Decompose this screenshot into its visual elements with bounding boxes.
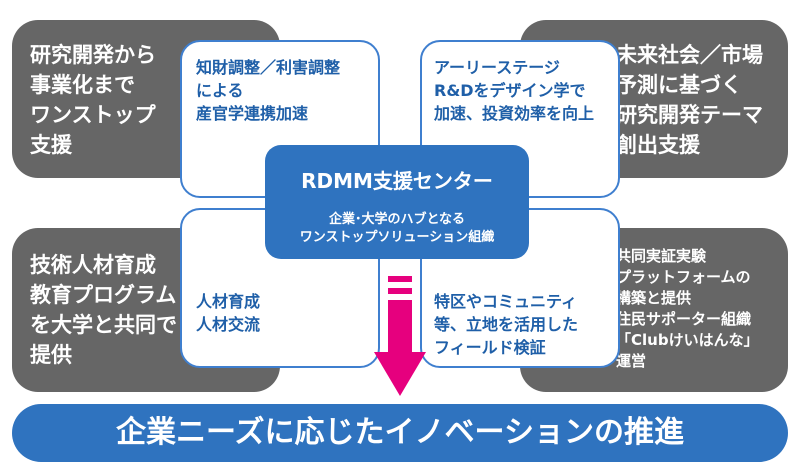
corner-bottom-right-text: 共同実証実験 プラットフォームの 構築と提供 住民サポーター組織 「Clubけい…	[616, 247, 759, 370]
corner-top-right-text: 未来社会／市場 予測に基づく 研究開発テーマ 創出支援	[616, 43, 763, 157]
down-arrow-icon	[374, 276, 426, 396]
bottom-banner: 企業ニーズに応じたイノベーションの推進	[12, 404, 788, 462]
corner-top-left-text: 研究開発から 事業化まで ワンストップ 支援	[30, 43, 156, 157]
center-title: RDMM支援センター	[301, 169, 493, 193]
center-subtitle: 企業･大学のハブとなる ワンストップソリューション組織	[299, 212, 495, 245]
quadrant-bottom-right-text: 特区やコミュニティ 等、立地を活用した フィールド検証	[434, 292, 579, 357]
quadrant-bottom-left-text: 人材育成 人材交流	[196, 292, 261, 334]
center-box: RDMM支援センター 企業･大学のハブとなる ワンストップソリューション組織	[265, 145, 529, 259]
quadrant-top-left-text: 知財調整／利害調整 による 産官学連携加速	[196, 58, 341, 123]
quadrant-top-right-text: アーリーステージ R&Dをデザイン学で 加速、投資効率を向上	[434, 58, 595, 123]
corner-bottom-left-text: 技術人材育成 教育プログラム を大学と共同で 提供	[30, 253, 177, 367]
